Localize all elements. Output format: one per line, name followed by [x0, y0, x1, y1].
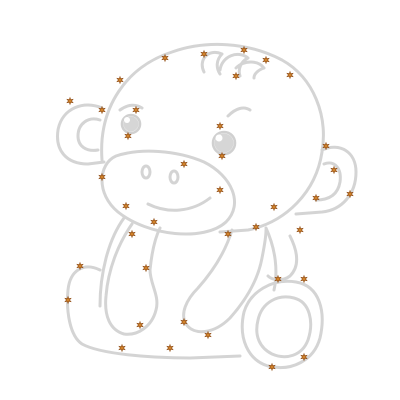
left-ear-inner	[76, 117, 102, 152]
puzzle-dot[interactable]	[262, 55, 270, 65]
puzzle-dot[interactable]	[270, 202, 278, 212]
puzzle-dot[interactable]	[216, 185, 224, 195]
puzzle-dot[interactable]	[180, 317, 188, 327]
puzzle-dot[interactable]	[200, 49, 208, 59]
puzzle-dot[interactable]	[128, 229, 136, 239]
puzzle-dot[interactable]	[300, 274, 308, 284]
puzzle-dot[interactable]	[116, 75, 124, 85]
puzzle-dot[interactable]	[118, 343, 126, 353]
puzzle-dot[interactable]	[274, 274, 282, 284]
right-ear-outline	[294, 145, 358, 216]
puzzle-dot[interactable]	[218, 151, 226, 161]
puzzle-dot[interactable]	[98, 172, 106, 182]
puzzle-dot[interactable]	[98, 105, 106, 115]
puzzle-dot[interactable]	[122, 201, 130, 211]
puzzle-dot[interactable]	[64, 295, 72, 305]
puzzle-dot[interactable]	[240, 45, 248, 55]
puzzle-dot[interactable]	[204, 330, 212, 340]
puzzle-dot[interactable]	[132, 105, 140, 115]
puzzle-dot[interactable]	[296, 225, 304, 235]
puzzle-dot[interactable]	[346, 189, 354, 199]
left-ear-outline	[56, 103, 106, 166]
puzzle-dot[interactable]	[180, 159, 188, 169]
puzzle-dot[interactable]	[322, 141, 330, 151]
left-eyebrow	[118, 103, 144, 112]
right-foot-inner	[255, 295, 313, 359]
puzzle-dot[interactable]	[124, 131, 132, 141]
puzzle-dot[interactable]	[142, 263, 150, 273]
puzzle-dot[interactable]	[232, 71, 240, 81]
left-eye-outline	[120, 113, 142, 135]
puzzle-dot[interactable]	[216, 121, 224, 131]
puzzle-dot[interactable]	[312, 193, 320, 203]
puzzle-dot[interactable]	[166, 343, 174, 353]
puzzle-dot[interactable]	[252, 222, 260, 232]
left-leg	[66, 265, 242, 360]
puzzle-dot[interactable]	[136, 320, 144, 330]
puzzle-dot[interactable]	[150, 217, 158, 227]
hair-tuft	[200, 51, 266, 80]
right-foot-outline	[240, 279, 324, 369]
left-arm	[104, 222, 162, 336]
right-eyebrow	[226, 106, 252, 118]
puzzle-dot[interactable]	[161, 53, 169, 63]
puzzle-dot[interactable]	[286, 70, 294, 80]
right-eye-shine	[215, 134, 223, 142]
puzzle-dot[interactable]	[76, 261, 84, 271]
head-outline	[100, 43, 325, 234]
right-arm	[182, 228, 268, 334]
puzzle-dot[interactable]	[224, 229, 232, 239]
tail	[266, 234, 299, 282]
body-outline	[98, 216, 278, 308]
puzzle-dot[interactable]	[330, 165, 338, 175]
muzzle-outline	[100, 149, 236, 236]
puzzle-dot[interactable]	[66, 96, 74, 106]
right-eye-outline	[211, 130, 237, 156]
mouth	[146, 196, 212, 212]
left-eye-shine	[124, 117, 130, 123]
right-ear-inner	[314, 161, 342, 202]
puzzle-dot[interactable]	[300, 352, 308, 362]
puzzle-dot[interactable]	[268, 362, 276, 372]
right-nostril	[168, 169, 180, 185]
left-nostril	[140, 164, 152, 180]
puzzle-dots	[64, 45, 354, 372]
